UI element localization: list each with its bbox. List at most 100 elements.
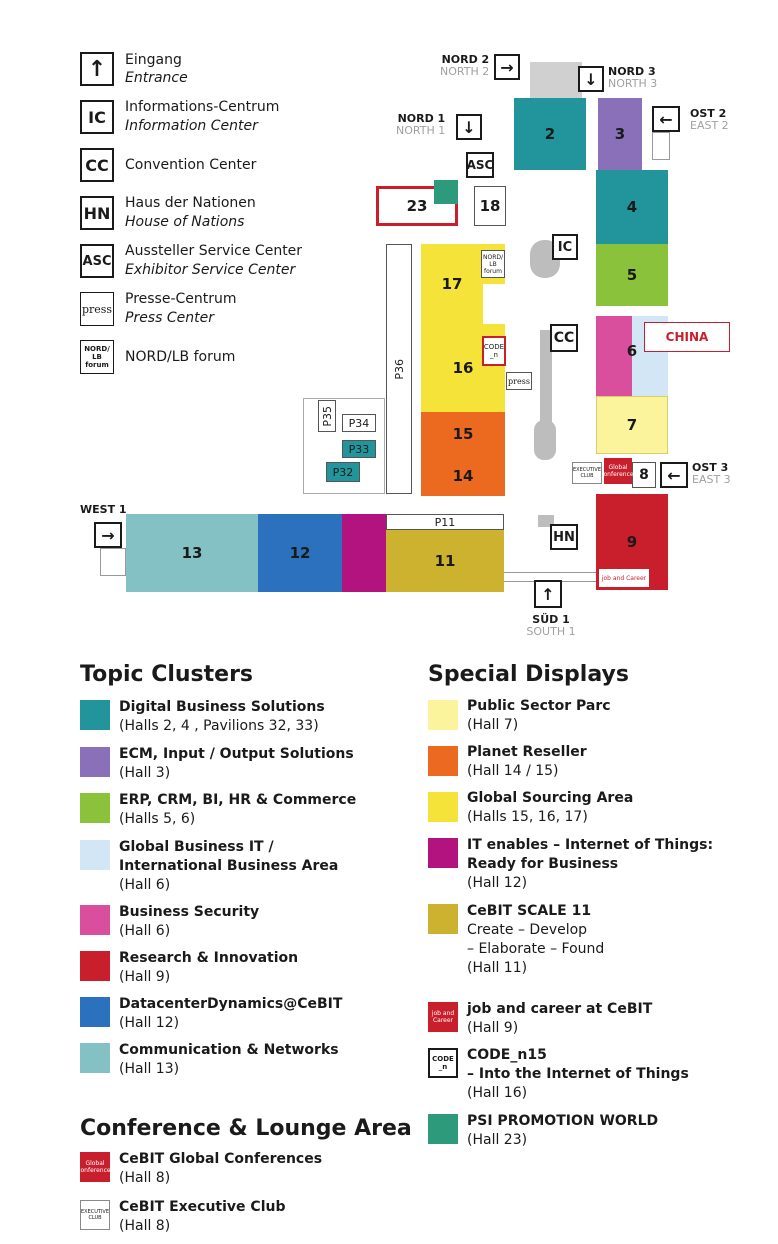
swatch-datacenter [80, 997, 110, 1027]
entrance-arrow-icon: ↑ [80, 52, 114, 86]
special-sub-scale11: (Hall 11) [467, 960, 528, 976]
gate-nord2-arrow-icon[interactable]: → [494, 54, 520, 80]
executive-club-logo: EXECUTIVE CLUB [572, 462, 602, 484]
hall-5[interactable]: 5 [596, 244, 668, 306]
topic-sub-datacenter: (Hall 12) [119, 1015, 180, 1031]
topic-sub-communication: (Hall 13) [119, 1061, 180, 1077]
special-title-planet-reseller: Planet Reseller [467, 744, 587, 760]
swatch-public-sector [428, 700, 458, 730]
pavilion-p11[interactable]: P11 [386, 514, 504, 530]
topic-title2-global-business-it: International Business Area [119, 858, 339, 874]
gate-sud1-arrow-icon[interactable]: ↑ [534, 580, 562, 608]
topic-sub-research: (Hall 9) [119, 969, 171, 985]
special-title2-code-n: – Into the Internet of Things [467, 1066, 689, 1082]
china-partner-logo: CHINA [644, 322, 730, 352]
pavilion-p32[interactable]: P32 [326, 462, 360, 482]
topic-sub-business-security: (Hall 6) [119, 923, 171, 939]
topic-title-research: Research & Innovation [119, 950, 299, 966]
gate-west1-building [100, 548, 126, 576]
nordlb-forum-box: NORD/ LB forum [481, 250, 505, 278]
special-sub-iot: (Hall 12) [467, 875, 528, 891]
special-displays-heading: Special Displays [428, 662, 629, 687]
gate-ost3-arrow-icon[interactable]: ← [660, 462, 688, 488]
hall-3[interactable]: 3 [598, 98, 642, 170]
conference-heading: Conference & Lounge Area [80, 1116, 412, 1141]
hall-12-iot [342, 514, 386, 592]
topic-title-communication: Communication & Networks [119, 1042, 339, 1058]
gate-west1-arrow-icon[interactable]: → [94, 522, 122, 548]
special-title-psi: PSI PROMOTION WORLD [467, 1113, 659, 1129]
gate-ost2-arrow-icon[interactable]: ← [652, 106, 680, 132]
special-title2-iot: Ready for Business [467, 856, 619, 872]
conf-title-exec: CeBIT Executive Club [119, 1199, 286, 1215]
hall-2[interactable]: 2 [514, 98, 586, 170]
hall-14[interactable]: 14 [421, 456, 505, 496]
asc-icon: ASC [466, 152, 494, 178]
hall-17[interactable]: 17 [421, 244, 483, 324]
pavilion-p35[interactable]: P35 [318, 400, 336, 432]
hall-4[interactable]: 4 [596, 170, 668, 244]
ic-icon: IC [80, 100, 114, 134]
hall-12[interactable]: 12 [258, 514, 342, 592]
topic-sub-global-business-it: (Hall 6) [119, 877, 171, 893]
hall-6-security [596, 316, 632, 396]
hall-11[interactable]: 11 [386, 530, 504, 592]
code-n-box: CODE _n [482, 336, 506, 366]
special-title-iot: IT enables – Internet of Things: [467, 837, 714, 853]
swatch-ecm [80, 747, 110, 777]
special-title-job-career: job and career at CeBIT [467, 1001, 653, 1017]
conf-sub-exec: (Hall 8) [119, 1218, 171, 1234]
topic-clusters-heading: Topic Clusters [80, 662, 254, 687]
swatch-scale11 [428, 904, 458, 934]
hn-icon: HN [80, 196, 114, 230]
special-sub-code-n: (Hall 16) [467, 1085, 528, 1101]
legend-press-de: Presse-Centrum [125, 291, 237, 307]
special-sub-job-career: (Hall 9) [467, 1020, 519, 1036]
topic-title-business-security: Business Security [119, 904, 260, 920]
hall-6[interactable]: 6 [626, 342, 638, 360]
press-center-box: press [506, 372, 532, 390]
gate-nord1-arrow-icon[interactable]: ↓ [456, 114, 482, 140]
special-sub2-scale11: – Elaborate – Found [467, 941, 605, 957]
topic-sub-ecm: (Hall 3) [119, 765, 171, 781]
gate-nord3-arrow-icon[interactable]: ↓ [578, 66, 604, 92]
cc-icon: CC [550, 324, 578, 352]
special-sub-planet-reseller: (Hall 14 / 15) [467, 763, 559, 779]
legend-ic-de: Informations-Centrum [125, 99, 280, 115]
hall-15[interactable]: 15 [421, 412, 505, 456]
topic-sub-erp: (Halls 5, 6) [119, 811, 196, 827]
asc-icon: ASC [80, 244, 114, 278]
pavilion-p36[interactable]: P36 [386, 244, 412, 494]
legend-entrance-de: Eingang [125, 52, 182, 68]
special-sub-psi: (Hall 23) [467, 1132, 528, 1148]
pavilion-p33[interactable]: P33 [342, 440, 376, 458]
hall-18[interactable]: 18 [474, 186, 506, 226]
hall-7[interactable]: 7 [596, 396, 668, 454]
legend-asc-de: Aussteller Service Center [125, 243, 303, 259]
topic-title-erp: ERP, CRM, BI, HR & Commerce [119, 792, 357, 808]
gate-ost2-building [652, 132, 670, 160]
cc-icon: CC [80, 148, 114, 182]
global-conferences-logo: Global Conferences [599, 458, 637, 484]
job-career-logo: job and Career [598, 568, 650, 588]
pavilion-p36-label: P36 [392, 358, 406, 380]
psi-promotion-icon [428, 1114, 458, 1144]
job-career-icon: job and Career [428, 1002, 458, 1032]
swatch-communication [80, 1043, 110, 1073]
press-icon: press [80, 292, 114, 326]
pavilion-p34[interactable]: P34 [342, 414, 376, 432]
special-sub1-scale11: Create – Develop [467, 922, 588, 938]
code-n-icon: CODE _n [428, 1048, 458, 1078]
hall-13[interactable]: 13 [126, 514, 258, 592]
topic-title-datacenter: DatacenterDynamics@CeBIT [119, 996, 343, 1012]
topic-title-digital-business: Digital Business Solutions [119, 699, 325, 715]
legend-hn-de: Haus der Nationen [125, 195, 256, 211]
special-title-global-sourcing: Global Sourcing Area [467, 790, 634, 806]
hall-8[interactable]: 8 [632, 462, 656, 488]
legend-hn-en: House of Nations [125, 214, 245, 230]
legend-cc-de: Convention Center [125, 157, 257, 173]
